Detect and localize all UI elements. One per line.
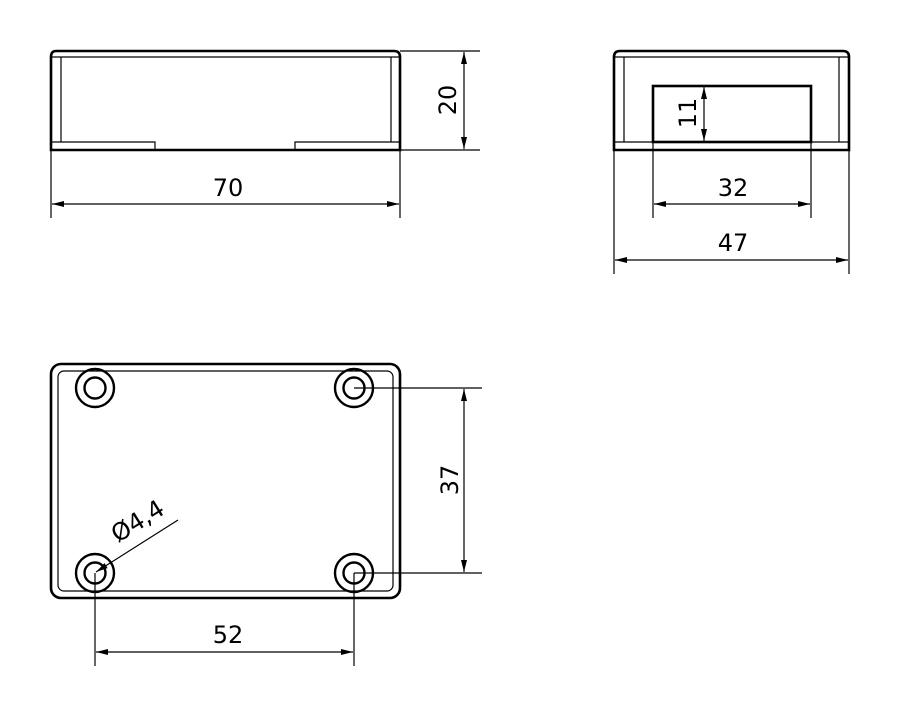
side-view-outline — [612, 49, 851, 152]
opening-width-label: 32 — [718, 174, 749, 202]
bottom-view-outline — [49, 362, 402, 600]
side-view: 11 32 47 — [612, 49, 851, 274]
front-height-label: 20 — [434, 85, 462, 116]
mounting-hole-top-left — [74, 367, 116, 409]
front-view-right-foot — [294, 141, 399, 150]
front-width-label: 70 — [213, 174, 244, 202]
hole-spacing-x-label: 52 — [213, 621, 244, 649]
opening-height-label: 11 — [674, 98, 702, 129]
bottom-view: 37 52 Ø4,4 — [49, 362, 482, 666]
bottom-view-inner-outline — [57, 370, 394, 592]
front-view-outline — [49, 49, 402, 152]
hole-diameter-leader — [95, 519, 179, 573]
hole-diameter-label: Ø4,4 — [106, 494, 169, 548]
side-width-label: 47 — [718, 229, 749, 257]
hole-spacing-y-label: 37 — [436, 465, 464, 496]
side-view-opening — [651, 84, 813, 144]
front-view-left-foot — [52, 141, 156, 150]
front-view: 20 70 — [49, 49, 480, 218]
